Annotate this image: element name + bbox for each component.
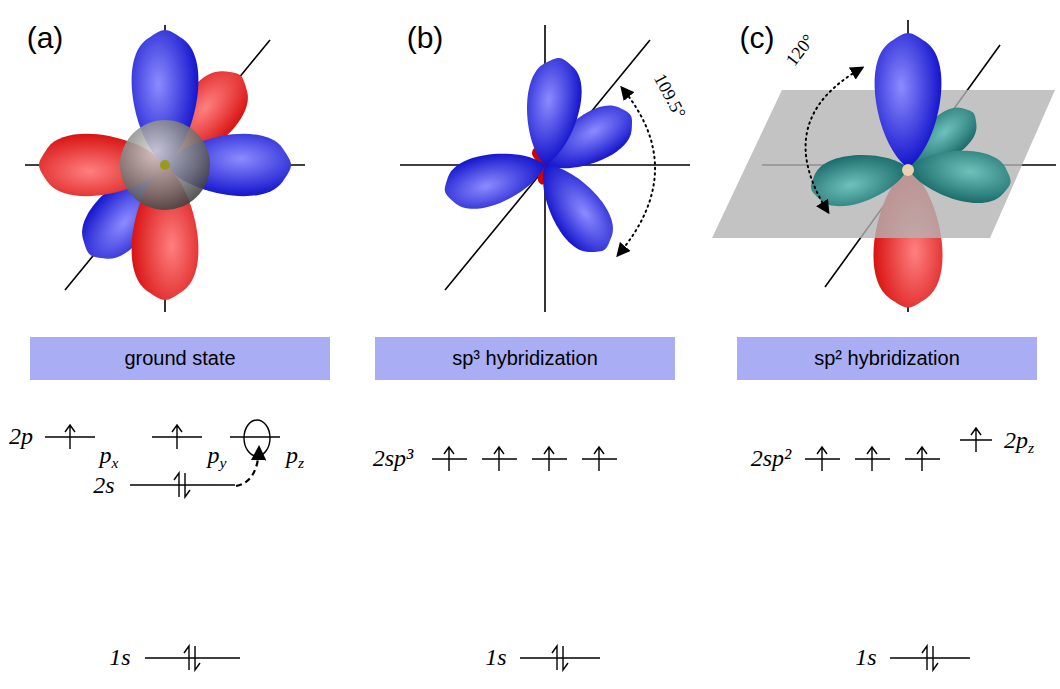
angle-label: 109.5°	[651, 71, 689, 122]
pz-orbital	[875, 33, 942, 168]
level-label: py	[208, 443, 227, 467]
level-label: 2p	[9, 424, 33, 448]
panel-letter: (b)	[407, 23, 444, 53]
state-band: sp² hybridization	[737, 337, 1037, 380]
axes	[25, 25, 305, 312]
level-label: 2pz	[1004, 428, 1034, 452]
p-orbitals	[39, 30, 291, 300]
level-label: 2s	[93, 473, 114, 497]
axes	[400, 25, 690, 312]
nucleus	[902, 164, 914, 176]
energy-levels	[45, 437, 992, 658]
band-title: sp² hybridization	[814, 347, 960, 370]
promotion-arrow	[236, 448, 259, 486]
level-label: px	[100, 443, 119, 467]
level-label: pz	[286, 443, 304, 467]
panel-letter: (a)	[27, 23, 64, 53]
level-label: 2sp²	[751, 446, 792, 470]
level-label: 1s	[485, 645, 506, 669]
angle-arc	[806, 68, 862, 212]
band-title: sp³ hybridization	[452, 347, 598, 370]
promotion-circle	[244, 420, 270, 456]
state-band: ground state	[30, 337, 330, 380]
angle-arc	[618, 88, 655, 255]
angle-label: 120°	[782, 31, 817, 69]
electron-spins	[65, 425, 981, 670]
level-label: 1s	[855, 645, 876, 669]
band-title: ground state	[124, 347, 235, 370]
state-band: sp³ hybridization	[375, 337, 675, 380]
sp3-orbitals	[438, 54, 643, 264]
level-label: 1s	[109, 645, 130, 669]
panel-letter: (c)	[740, 23, 775, 53]
level-label: 2sp³	[373, 446, 414, 470]
